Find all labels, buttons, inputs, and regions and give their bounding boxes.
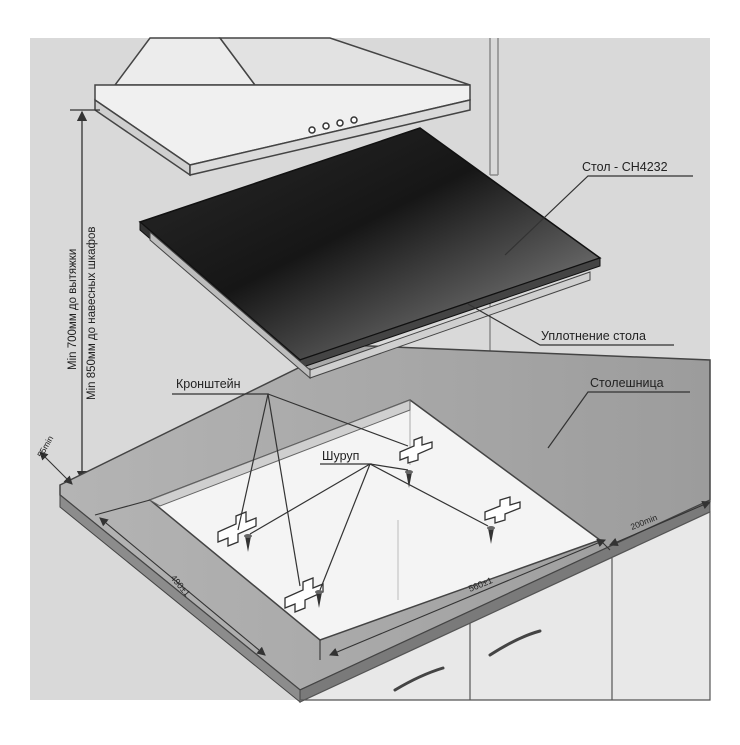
countertop-label: Столешница xyxy=(590,376,664,390)
clearance-hood-label: Min 700мм до вытяжки xyxy=(67,249,79,370)
hob-model-label: Стол - CH4232 xyxy=(582,160,668,174)
hood-buttons xyxy=(308,116,358,134)
hob-seal-label: Уплотнение стола xyxy=(541,329,646,343)
glass-hob xyxy=(138,127,602,380)
leader-lines xyxy=(172,175,693,591)
cabinet-handle-left xyxy=(393,666,445,692)
screw-label: Шуруп xyxy=(322,449,359,463)
bracket-back-left xyxy=(399,436,433,464)
screw-back xyxy=(405,470,413,488)
clearance-cabinets-label: Min 850мм до навесных шкафов xyxy=(86,226,98,400)
dimension-lines xyxy=(39,451,712,660)
bracket-back-right xyxy=(484,496,521,524)
bracket-label: Кронштейн xyxy=(176,377,241,391)
screw-right xyxy=(487,526,495,544)
range-hood xyxy=(94,37,471,177)
screw-center xyxy=(315,590,323,608)
clearance-dimension xyxy=(70,109,100,482)
